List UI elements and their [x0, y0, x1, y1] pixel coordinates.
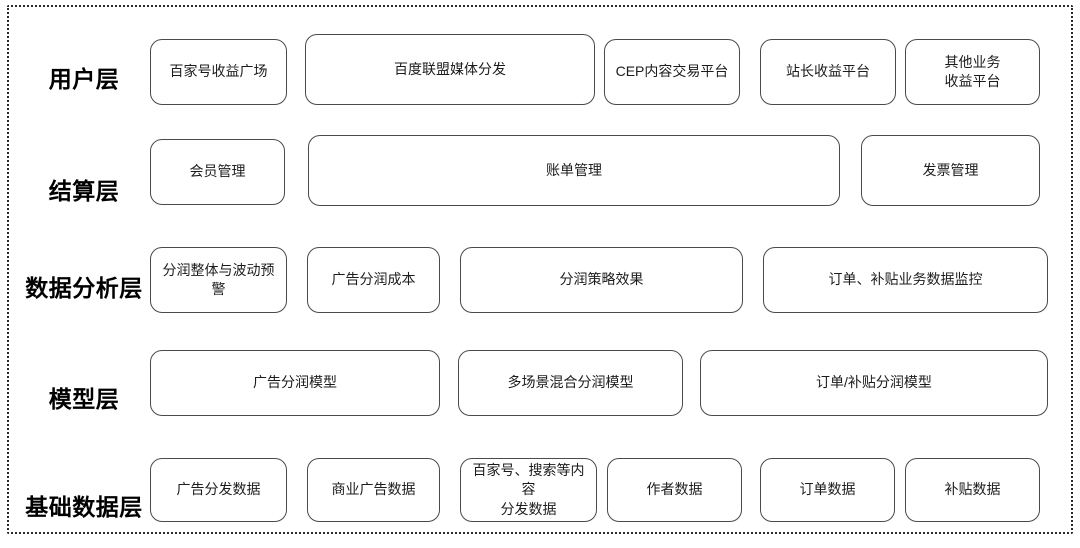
- layer-row-user: 用户层 百家号收益广场 百度联盟媒体分发 CEP内容交易平台 站长收益平台 其他…: [0, 0, 1080, 120]
- node-label: 会员管理: [189, 163, 246, 180]
- node-model-1[interactable]: 多场景混合分润模型: [458, 350, 683, 416]
- node-label: 订单/补贴分润模型: [816, 374, 932, 391]
- node-model-0[interactable]: 广告分润模型: [150, 350, 440, 416]
- node-label: 补贴数据: [944, 481, 1001, 498]
- node-label: 分润整体与波动预警: [162, 261, 275, 297]
- node-user-2[interactable]: CEP内容交易平台: [604, 39, 740, 105]
- node-label: CEP内容交易平台: [615, 63, 729, 80]
- node-settlement-0[interactable]: 会员管理: [150, 139, 285, 205]
- node-label: 站长收益平台: [786, 63, 870, 80]
- node-label: 广告分润成本: [331, 271, 416, 288]
- node-label: 广告分润模型: [253, 374, 337, 391]
- layer-row-settlement: 结算层 会员管理 账单管理 发票管理: [0, 120, 1080, 225]
- layer-label-model: 模型层: [48, 386, 120, 412]
- node-label: 商业广告数据: [331, 481, 416, 498]
- node-label: 广告分发数据: [176, 481, 261, 498]
- layer-row-model: 模型层 广告分润模型 多场景混合分润模型 订单/补贴分润模型: [0, 340, 1080, 450]
- node-analysis-0[interactable]: 分润整体与波动预警: [150, 247, 287, 313]
- node-label: 订单、补贴业务数据监控: [828, 271, 983, 288]
- node-base-5[interactable]: 补贴数据: [905, 458, 1040, 522]
- node-label: 百家号、搜索等内容 分发数据: [472, 462, 585, 517]
- node-label: 多场景混合分润模型: [507, 374, 634, 391]
- layer-label-user: 用户层: [48, 66, 120, 92]
- node-settlement-2[interactable]: 发票管理: [861, 135, 1040, 206]
- node-label: 发票管理: [922, 161, 979, 178]
- node-user-1[interactable]: 百度联盟媒体分发: [305, 34, 595, 105]
- node-user-3[interactable]: 站长收益平台: [760, 39, 896, 105]
- node-user-4[interactable]: 其他业务 收益平台: [905, 39, 1040, 105]
- node-label: 分润策略效果: [559, 271, 644, 288]
- node-label: 其他业务 收益平台: [944, 53, 1001, 89]
- node-base-4[interactable]: 订单数据: [760, 458, 895, 522]
- node-label: 百家号收益广场: [169, 63, 268, 80]
- node-base-1[interactable]: 商业广告数据: [307, 458, 440, 522]
- node-label: 订单数据: [799, 481, 856, 498]
- layer-label-base-data: 基础数据层: [25, 494, 143, 520]
- node-label: 作者数据: [646, 481, 703, 498]
- node-base-3[interactable]: 作者数据: [607, 458, 742, 522]
- node-analysis-1[interactable]: 广告分润成本: [307, 247, 440, 313]
- node-base-2[interactable]: 百家号、搜索等内容 分发数据: [460, 458, 597, 522]
- node-user-0[interactable]: 百家号收益广场: [150, 39, 287, 105]
- node-model-2[interactable]: 订单/补贴分润模型: [700, 350, 1048, 416]
- node-label: 百度联盟媒体分发: [394, 60, 506, 77]
- node-label: 账单管理: [546, 161, 602, 178]
- layer-label-analysis: 数据分析层: [25, 275, 143, 301]
- layer-row-analysis: 数据分析层 分润整体与波动预警 广告分润成本 分润策略效果 订单、补贴业务数据监…: [0, 225, 1080, 340]
- node-analysis-3[interactable]: 订单、补贴业务数据监控: [763, 247, 1048, 313]
- layer-row-base-data: 基础数据层 广告分发数据 商业广告数据 百家号、搜索等内容 分发数据 作者数据 …: [0, 450, 1080, 548]
- node-base-0[interactable]: 广告分发数据: [150, 458, 287, 522]
- layer-label-settlement: 结算层: [48, 178, 120, 204]
- node-settlement-1[interactable]: 账单管理: [308, 135, 840, 206]
- node-analysis-2[interactable]: 分润策略效果: [460, 247, 743, 313]
